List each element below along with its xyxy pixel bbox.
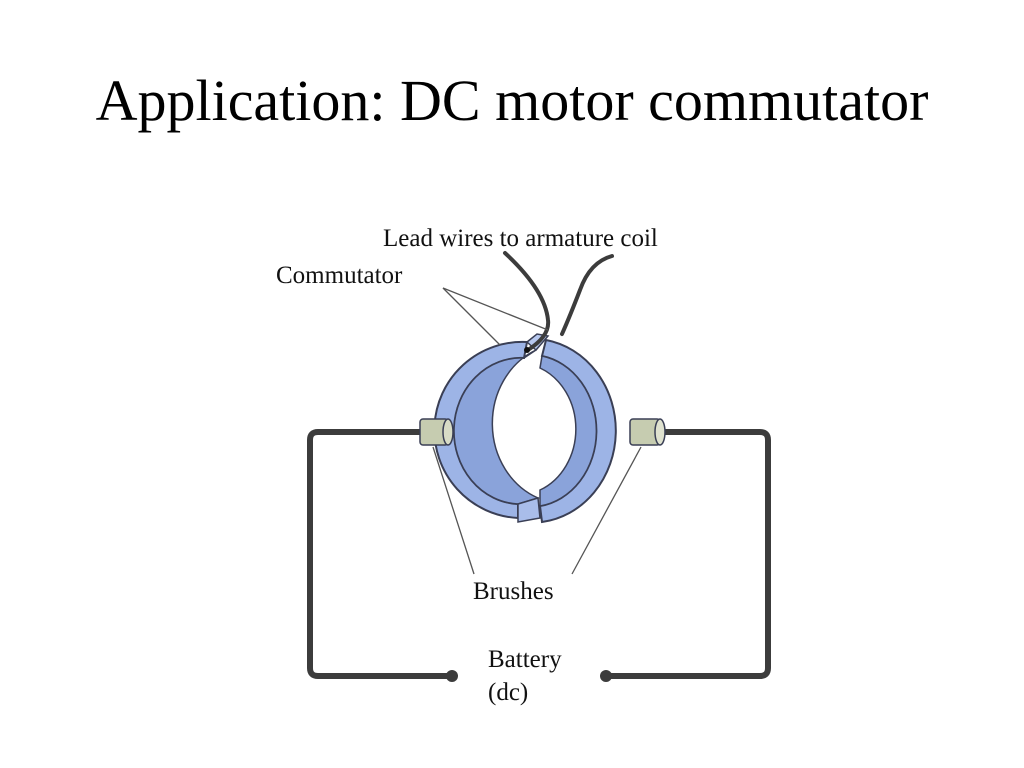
slide-title: Application: DC motor commutator [95, 68, 929, 133]
battery-type-label: (dc) [488, 679, 528, 706]
lead-wire-joint [524, 347, 530, 353]
lead-wires-label: Lead wires to armature coil [383, 225, 658, 252]
battery-terminal-left [446, 670, 458, 682]
commutator-segment-right [538, 338, 617, 524]
right-circuit-wire [603, 429, 771, 679]
brushes-leader-lines [432, 446, 642, 575]
battery-terminal-right [600, 670, 612, 682]
brush-left [419, 418, 454, 446]
battery-label: Battery [488, 646, 562, 673]
left-circuit-wire [307, 429, 455, 679]
brush-right [629, 418, 666, 446]
lead-wire-right [560, 254, 614, 336]
brushes-label: Brushes [473, 578, 554, 605]
commutator-label: Commutator [276, 262, 403, 289]
lead-wire-left [503, 251, 551, 352]
commutator-leader-lines [442, 287, 549, 346]
